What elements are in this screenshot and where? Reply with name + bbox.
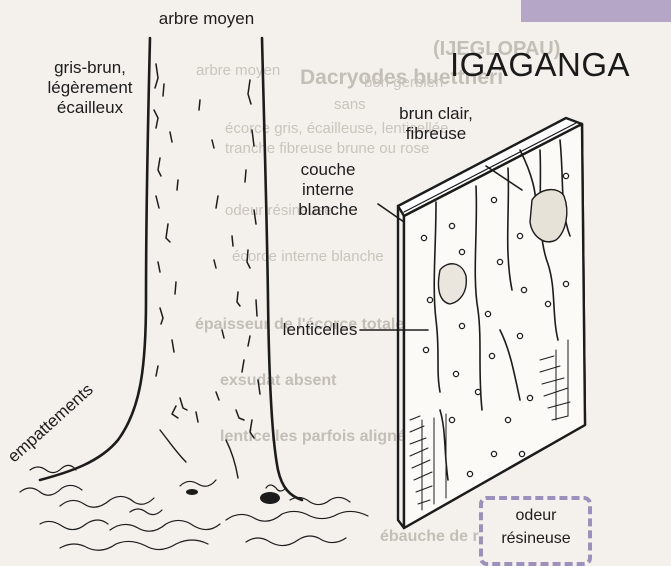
- label-couche-interne: couche interne blanche: [278, 160, 378, 220]
- bark-flakes: [154, 64, 260, 438]
- label-line: légèrement: [38, 78, 142, 98]
- label-tranche: brun clair, fibreuse: [386, 104, 486, 144]
- label-line: résineuse: [482, 527, 590, 550]
- label-lenticelles: lenticelles: [272, 320, 368, 340]
- label-line: odeur: [482, 504, 590, 527]
- bark-slab: [398, 118, 585, 528]
- label-line: interne: [278, 180, 378, 200]
- label-arbre-moyen: arbre moyen: [144, 9, 269, 29]
- label-lenticelles-text: lenticelles: [283, 320, 358, 339]
- trunk-base-shadow: [186, 489, 280, 504]
- label-line: gris-brun,: [38, 58, 142, 78]
- label-line: couche: [278, 160, 378, 180]
- label-odeur: odeur résineuse: [482, 504, 590, 550]
- label-ecorce-externe: gris-brun, légèrement écailleux: [38, 58, 142, 118]
- label-line: écailleux: [38, 98, 142, 118]
- label-line: brun clair,: [386, 104, 486, 124]
- leaf-litter: [20, 465, 368, 550]
- label-arbre-moyen-text: arbre moyen: [159, 9, 254, 28]
- diagram-title: IGAGANGA: [450, 46, 630, 84]
- label-line: fibreuse: [386, 124, 486, 144]
- label-line: blanche: [278, 200, 378, 220]
